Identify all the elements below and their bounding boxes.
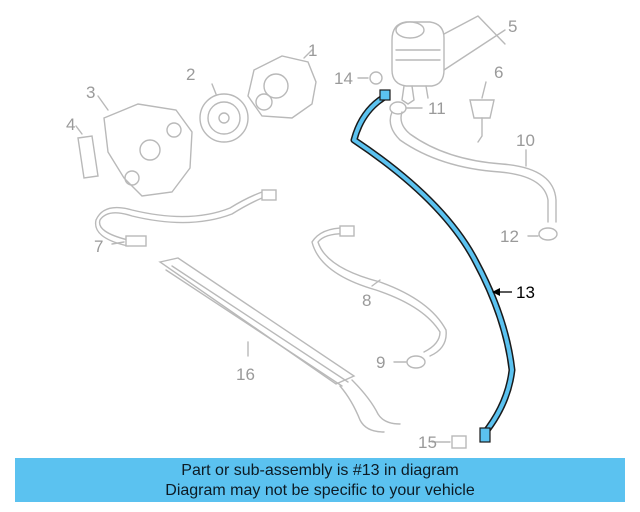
fitting-14 [357, 71, 383, 85]
callout-3: 3 [86, 83, 95, 102]
clamp-11 [389, 101, 423, 115]
hose-8 [317, 232, 447, 357]
fitting-15 [431, 435, 467, 449]
banner-line-2: Diagram may not be specific to your vehi… [165, 482, 475, 499]
callout-11: 11 [428, 99, 446, 118]
leader-5 [443, 15, 506, 45]
callout-7: 7 [94, 237, 103, 256]
clamp-12 [527, 227, 558, 241]
clamp-9 [393, 355, 426, 369]
callout-9: 9 [376, 353, 385, 372]
cooler-part [158, 257, 401, 433]
banner-line-1: Part or sub-assembly is #13 in diagram [181, 462, 459, 479]
return-hose-10 [389, 111, 549, 223]
callout-13: 13 [516, 283, 535, 302]
reservoir-part [391, 21, 445, 105]
callout-16: 16 [236, 365, 255, 384]
pulley-part [199, 83, 249, 143]
bracket-part [97, 95, 193, 197]
callout-5: 5 [508, 17, 517, 36]
callout-1: 1 [308, 41, 317, 60]
callout-14: 14 [334, 69, 353, 88]
callout-6: 6 [494, 63, 503, 82]
pump-part [247, 49, 317, 119]
callout-12: 12 [500, 227, 519, 246]
callout-4: 4 [66, 115, 75, 134]
callout-10: 10 [516, 131, 535, 150]
highlighted-hose-13 [350, 89, 516, 443]
cap-part [469, 81, 495, 143]
info-banner: Part or sub-assembly is #13 in diagram D… [15, 458, 625, 502]
pressure-line-7 [98, 197, 263, 241]
gasket-part [75, 125, 99, 179]
callout-8: 8 [362, 291, 371, 310]
callout-15: 15 [418, 433, 437, 452]
callout-2: 2 [186, 65, 195, 84]
